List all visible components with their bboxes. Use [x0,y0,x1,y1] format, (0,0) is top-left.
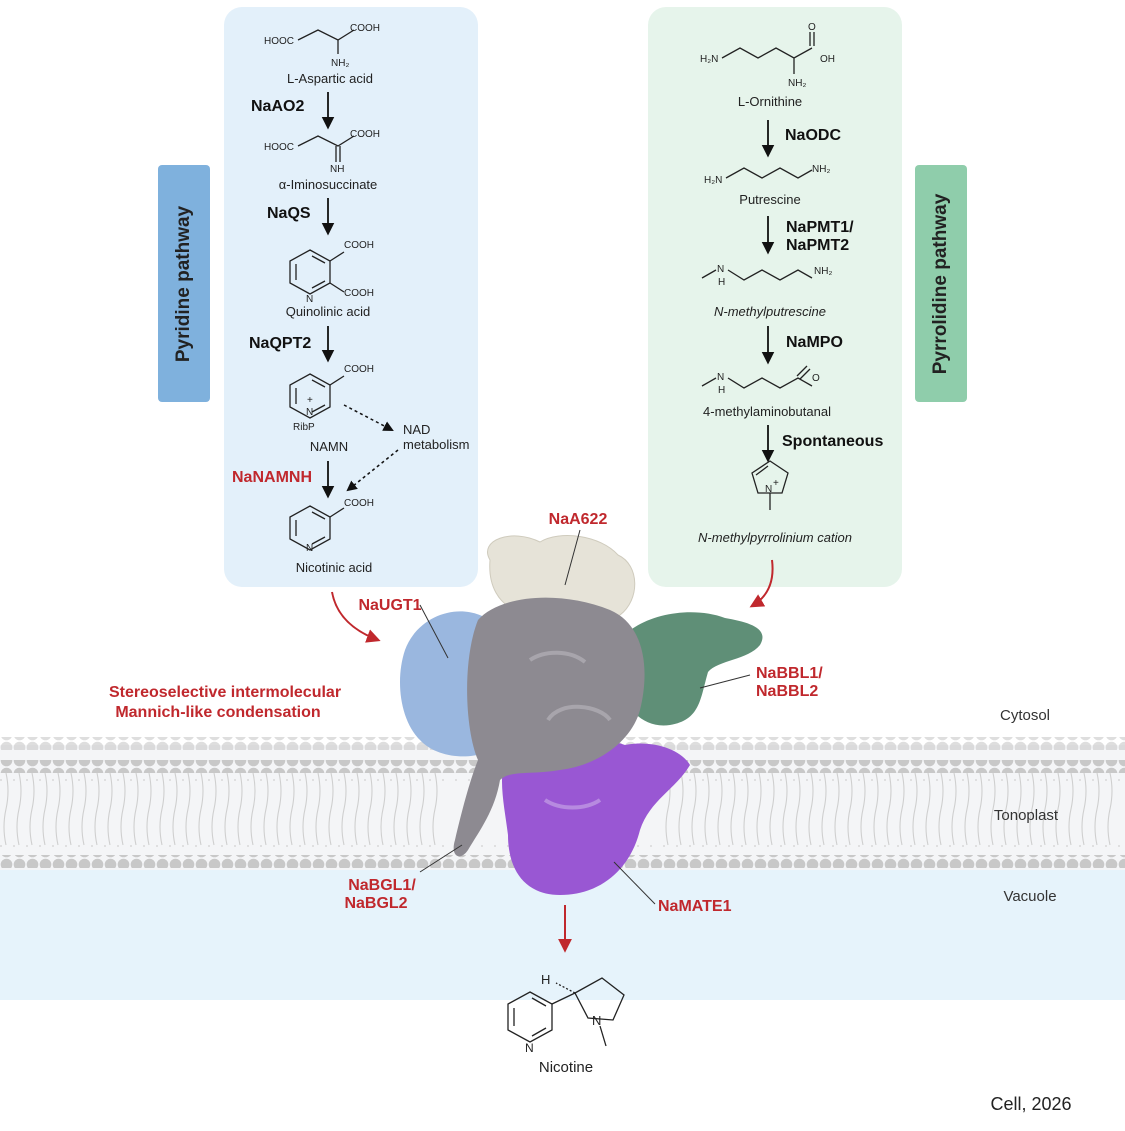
nh-group: NH [330,164,344,175]
label-naugt1: NaUGT1 [358,597,421,614]
compound-n-methylpyrrolinium: N-methylpyrrolinium cation [698,530,852,545]
pyrrolidine-pathway-tag: Pyrrolidine pathway [930,193,951,374]
arrow-pyrrolidine-to-complex [749,559,774,608]
enzyme-napmt1: NaPMT1/ [786,219,854,236]
label-namate1: NaMATE1 [658,898,732,915]
n-atom: N [717,264,724,275]
nh2-group: NH₂ [788,78,806,89]
cytosol-label: Cytosol [1000,707,1050,724]
product-nicotine: Nicotine [539,1059,593,1076]
pyridine-pathway-tag: Pyridine pathway [173,205,194,362]
cooh-group: COOH [344,240,374,251]
protein-labels: NaA622 NaUGT1 NaBBL1/ NaBBL2 NaBGL1/ NaB… [109,511,823,915]
enzyme-naqs: NaQS [267,205,311,222]
h-atom: H [718,277,725,288]
compound-quinolinic-acid: Quinolinic acid [286,304,371,319]
plus-charge: + [307,395,313,406]
hooc-group: HOOC [264,36,294,47]
putrescine-structure: H₂N NH₂ [704,164,830,186]
ribp-group: RibP [293,422,315,433]
compound-nicotinic-acid: Nicotinic acid [296,560,373,575]
label-nabgl1: NaBGL1/ [348,877,416,894]
compound-methylaminobutanal: 4-methylaminobutanal [703,404,831,419]
h-atom: H [718,385,725,396]
nicotinic-acid-structure: COOH N [289,498,374,554]
condensation-line1: Stereoselective intermolecular [109,684,341,701]
l-aspartic-acid-structure: HOOC COOH NH₂ [264,23,380,69]
vacuole-label: Vacuole [1003,888,1056,905]
arrow-pyridine-to-complex [331,591,381,643]
namn-structure: COOH N + RibP [289,364,374,433]
pyrrolidine-panel: Pyrrolidine pathway H₂N O OH NH₂ L-Ornit… [648,7,967,587]
h-atom: H [541,972,550,987]
cooh-group: COOH [344,364,374,375]
label-naa622: NaA622 [549,511,608,528]
compound-l-aspartic-acid: L-Aspartic acid [287,71,373,86]
n-methylputrescine-structure: N H NH₂ [701,264,832,288]
o-atom: O [812,373,820,384]
enzyme-nanamnh: NaNAMNH [232,469,312,486]
nad-metabolism-line2: metabolism [403,437,469,452]
citation: Cell, 2026 [990,1094,1071,1114]
compound-l-ornithine: L-Ornithine [738,94,802,109]
n-plus-atom: N [765,484,772,495]
plus-charge: + [773,478,779,489]
n-atom: N [717,372,724,383]
enzyme-napmt2: NaPMT2 [786,237,849,254]
hooc-group: HOOC [264,142,294,153]
protein-complex [400,535,763,895]
n-plus-atom: N [306,407,313,418]
nh2-group: NH₂ [814,266,832,277]
label-nabgl2: NaBGL2 [344,895,407,912]
n-atom-pyrrolidine: N [592,1013,601,1028]
compound-namn: NAMN [310,439,348,454]
label-nabbl1: NaBBL1/ [756,665,823,682]
enzyme-spontaneous: Spontaneous [782,433,883,450]
l-ornithine-structure: H₂N O OH NH₂ [700,22,835,89]
cooh-group: COOH [344,288,374,299]
enzyme-naodc: NaODC [785,127,841,144]
cooh-group: COOH [344,498,374,509]
enzyme-naao2: NaAO2 [251,98,304,115]
nicotine-structure: H N N [507,972,625,1055]
tonoplast-label: Tonoplast [994,807,1059,824]
cooh-group: COOH [350,129,380,140]
o-atom: O [808,22,816,33]
cooh-group: COOH [350,23,380,34]
compound-n-methylputrescine: N-methylputrescine [714,304,826,319]
quinolinic-acid-structure: COOH COOH N [289,240,374,305]
pyridine-panel: Pyridine pathway HOOC COOH NH₂ L-Asparti… [158,7,478,587]
h2n-group: H₂N [700,54,718,65]
methylaminobutanal-structure: N H O [701,365,820,396]
nh2-group: NH₂ [812,164,830,175]
enzyme-nampo: NaMPO [786,334,843,351]
label-nabbl2: NaBBL2 [756,683,818,700]
condensation-line2: Mannich-like condensation [115,704,320,721]
n-atom: N [306,543,313,554]
n-atom-pyridine: N [525,1041,534,1055]
oh-group: OH [820,54,835,65]
nh2-group: NH₂ [331,58,349,69]
compound-putrescine: Putrescine [739,192,800,207]
h2n-group: H₂N [704,175,722,186]
n-atom: N [306,294,313,305]
n-methylpyrrolinium-structure: N + [751,460,789,510]
iminosuccinate-structure: HOOC COOH NH [264,129,380,175]
enzyme-naqpt2: NaQPT2 [249,335,311,352]
compound-iminosuccinate: α-Iminosuccinate [279,177,378,192]
nad-metabolism-line1: NAD [403,422,430,437]
